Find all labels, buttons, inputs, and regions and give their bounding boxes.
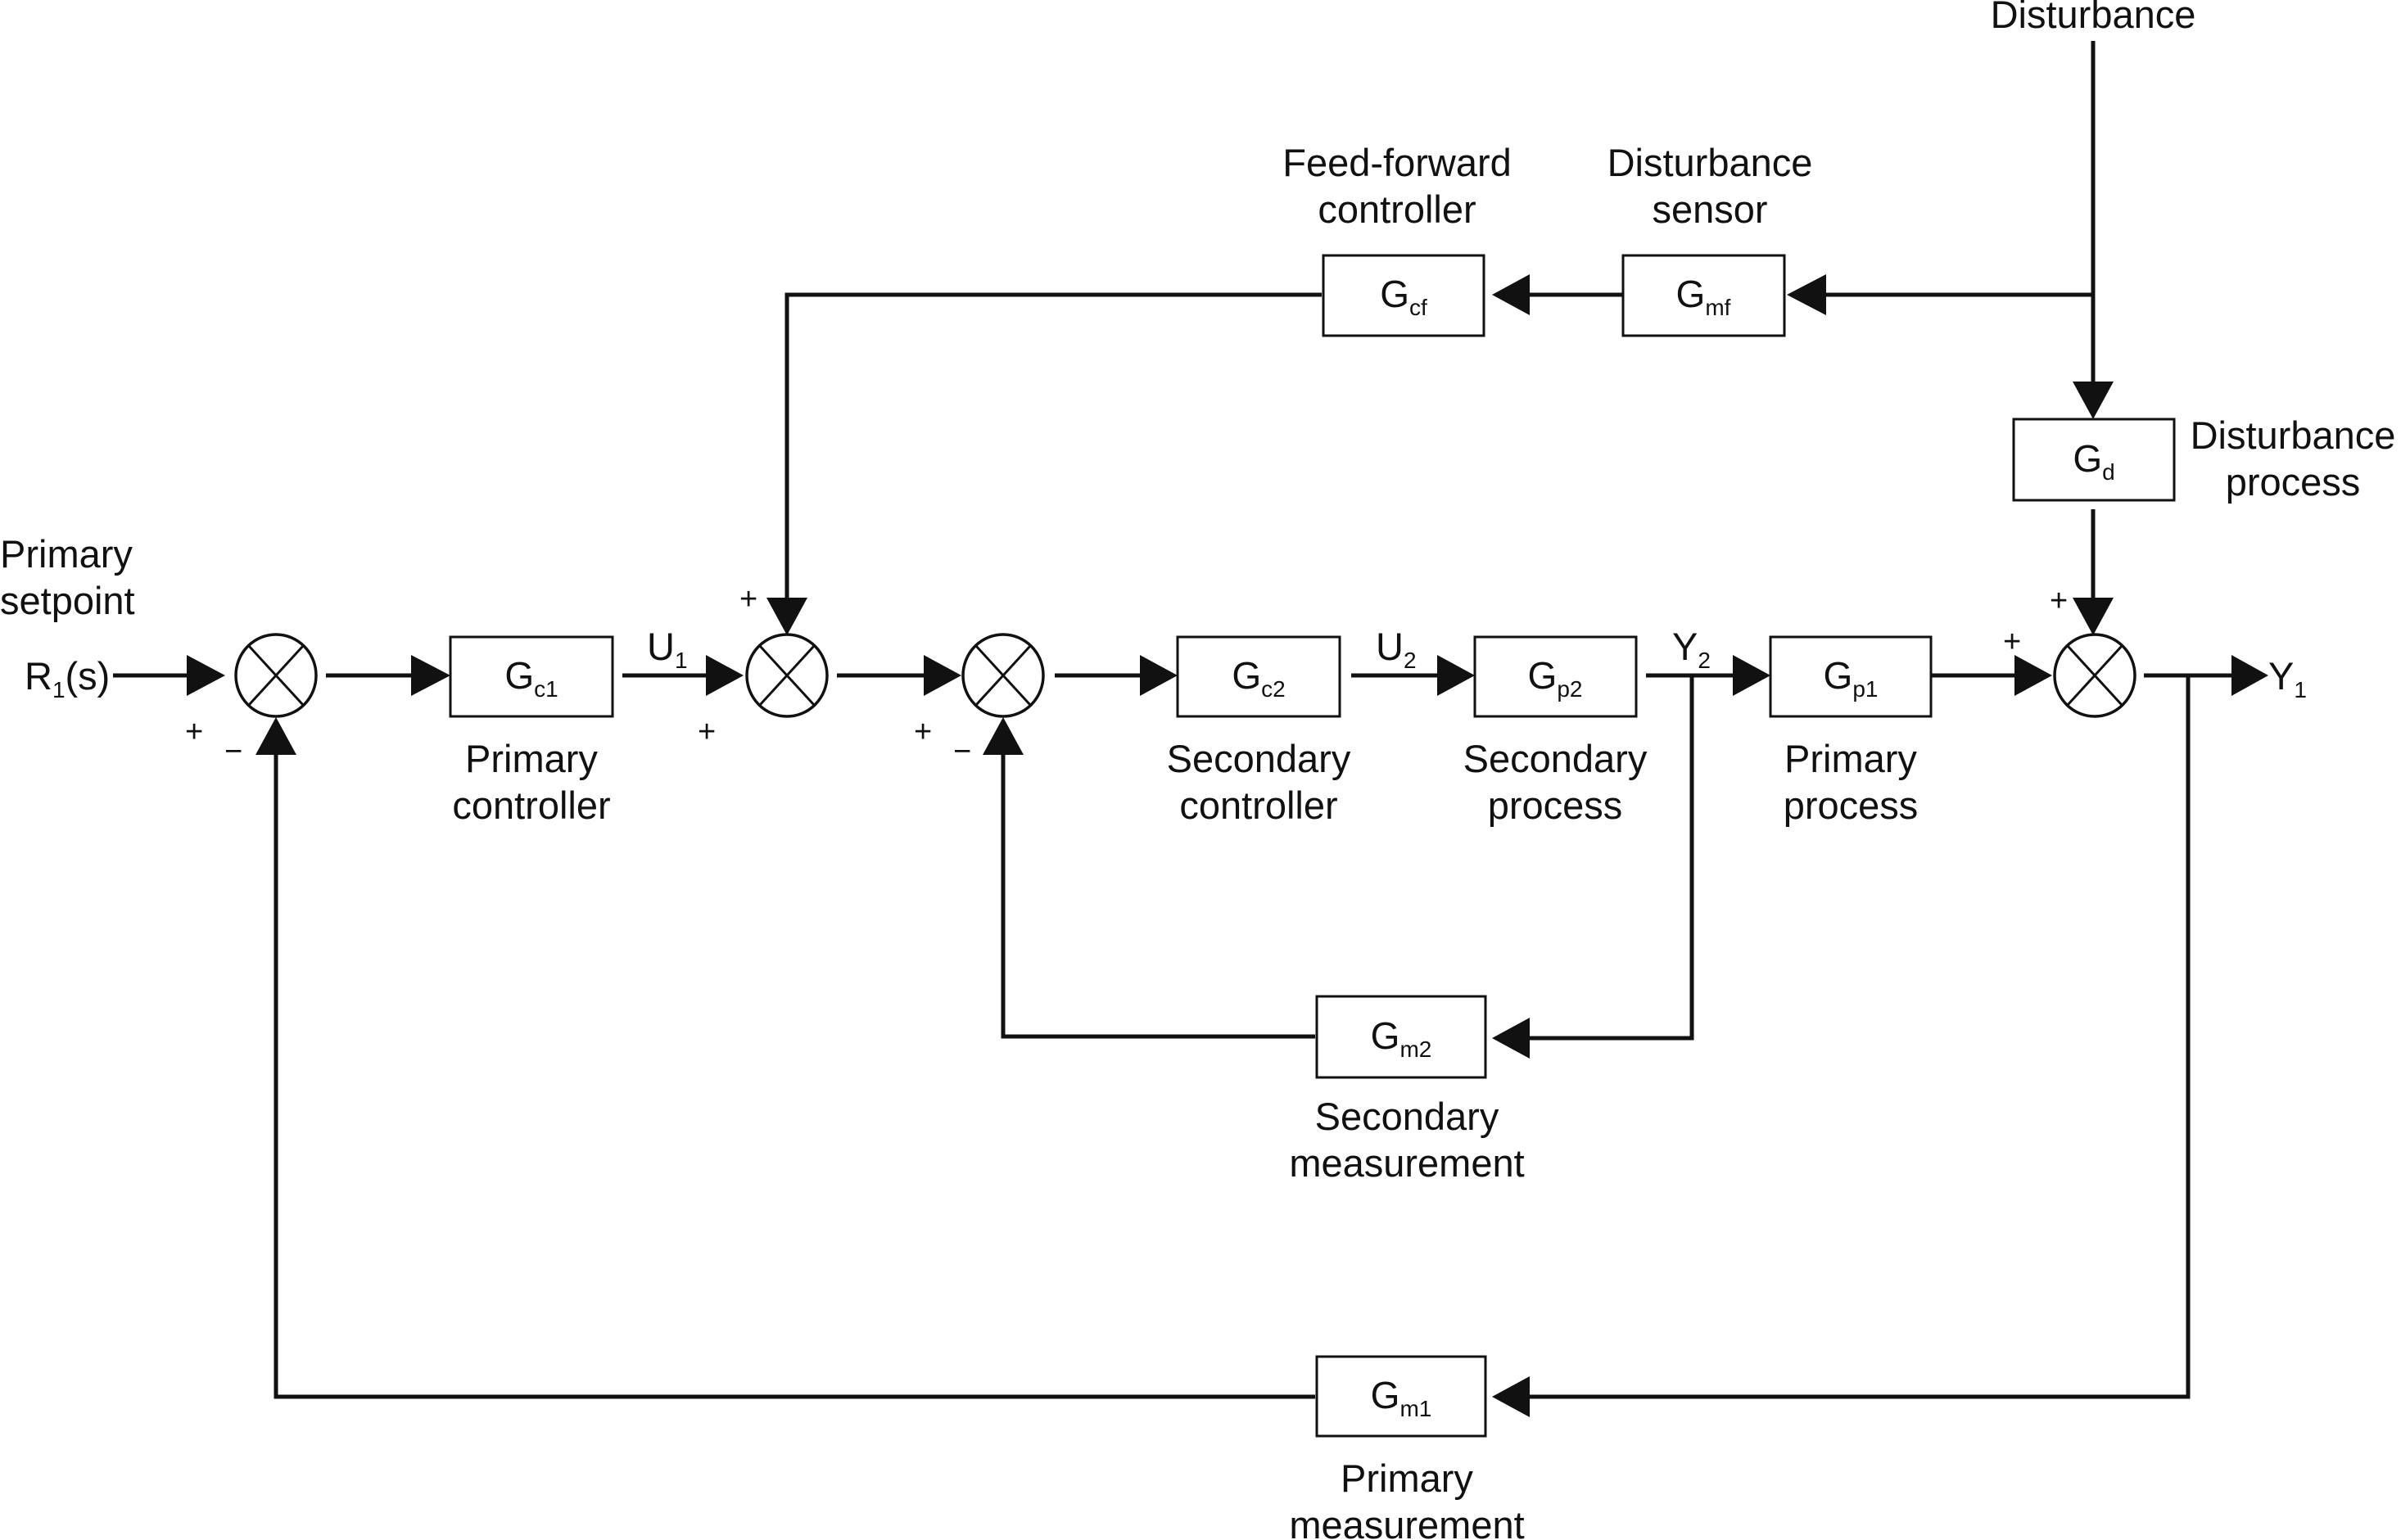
block-gd[interactable]: Gd xyxy=(2012,418,2176,502)
summing-junction-2 xyxy=(745,633,829,718)
svg-text:Gc2: Gc2 xyxy=(1232,654,1285,702)
arrowhead-left xyxy=(1492,274,1530,315)
svg-text:Gcf: Gcf xyxy=(1380,273,1427,320)
sign-s4-process: + xyxy=(2003,625,2021,659)
svg-text:Gp2: Gp2 xyxy=(1528,654,1583,702)
arrowhead-right xyxy=(1733,655,1770,696)
disturbance-label: Disturbance xyxy=(1991,0,2196,36)
block-gmf[interactable]: Gmf xyxy=(1621,254,1786,337)
arrowhead-down xyxy=(2073,598,2114,635)
sign-s4-disturbance: + xyxy=(2050,584,2068,618)
wire-y1-to-gm1 xyxy=(1530,675,2191,1399)
block-gm1[interactable]: Gm1 xyxy=(1315,1355,1487,1438)
sign-s1-feedback: − xyxy=(224,734,242,769)
block-subscript: c1 xyxy=(534,676,558,702)
summing-junction-1 xyxy=(234,633,318,718)
sign-s2-input: + xyxy=(698,715,716,749)
summing-junction-4 xyxy=(2053,633,2136,718)
sign-s3-feedback: − xyxy=(953,734,971,769)
sign-s3-input: + xyxy=(914,715,932,749)
arrowheads xyxy=(187,274,2268,1417)
signal-y1: Y1 xyxy=(2268,654,2307,702)
arrowhead-up xyxy=(983,717,1024,755)
arrowhead-down xyxy=(2073,382,2114,419)
arrowhead-left xyxy=(1492,1018,1530,1059)
block-symbol: G xyxy=(504,654,534,697)
block-symbol: G xyxy=(1371,1374,1400,1416)
block-gc1[interactable]: Gc1 xyxy=(449,635,614,718)
block-subscript: m2 xyxy=(1399,1036,1431,1062)
block-gp1[interactable]: Gp1 xyxy=(1769,635,1933,718)
block-symbol: G xyxy=(1528,654,1558,697)
svg-text:Gp1: Gp1 xyxy=(1824,654,1879,702)
signal-u2: U2 xyxy=(1376,625,1417,673)
block-subscript: m1 xyxy=(1399,1396,1431,1421)
block-gm2[interactable]: Gm2 xyxy=(1315,995,1487,1079)
arrowhead-left xyxy=(1492,1376,1530,1417)
arrowhead-down xyxy=(766,598,807,635)
arrowhead-right xyxy=(1437,655,1475,696)
svg-text:Gm1: Gm1 xyxy=(1371,1374,1432,1421)
arrowhead-right xyxy=(706,655,744,696)
block-subscript: c2 xyxy=(1261,676,1286,702)
wire-gm1-to-s1 xyxy=(274,753,1315,1399)
svg-text:Gm2: Gm2 xyxy=(1371,1014,1432,1062)
block-gcf[interactable]: Gcf xyxy=(1322,254,1485,337)
block-subscript: cf xyxy=(1409,295,1427,320)
block-gc2[interactable]: Gc2 xyxy=(1176,635,1341,718)
arrowhead-right xyxy=(2014,655,2052,696)
arrowhead-right xyxy=(924,655,961,696)
block-subscript: d xyxy=(2102,459,2115,485)
block-subscript: mf xyxy=(1705,295,1730,320)
svg-text:Gmf: Gmf xyxy=(1676,273,1731,320)
block-symbol: G xyxy=(1676,273,1706,315)
signal-y2: Y2 xyxy=(1672,625,1711,673)
arrowhead-left xyxy=(1787,274,1826,315)
wire-gm2-to-s3 xyxy=(1001,753,1315,1039)
block-symbol: G xyxy=(1824,654,1853,697)
arrowhead-up xyxy=(255,717,296,755)
sign-s2-feedforward: + xyxy=(739,582,757,616)
block-symbol: G xyxy=(2073,437,2102,480)
block-gp2[interactable]: Gp2 xyxy=(1473,635,1638,718)
block-symbol: G xyxy=(1380,273,1409,315)
wires xyxy=(113,41,2231,1399)
arrowhead-right xyxy=(187,655,225,696)
arrowhead-right xyxy=(411,655,450,696)
arrowhead-right xyxy=(1140,655,1178,696)
setpoint-signal: R1(s) xyxy=(25,654,110,702)
sign-s1-input: + xyxy=(185,715,203,749)
arrowhead-right xyxy=(2231,655,2268,696)
block-subscript: p1 xyxy=(1852,676,1878,702)
svg-text:Gd: Gd xyxy=(2073,437,2114,485)
signal-u1: U1 xyxy=(647,625,688,673)
block-symbol: G xyxy=(1232,654,1261,697)
summing-junction-3 xyxy=(961,633,1045,718)
block-symbol: G xyxy=(1371,1014,1400,1057)
wire-y2-to-gm2 xyxy=(1530,675,1694,1041)
block-subscript: p2 xyxy=(1557,676,1582,702)
svg-text:Gc1: Gc1 xyxy=(504,654,558,702)
wire-gcf-to-s2 xyxy=(785,292,1322,598)
